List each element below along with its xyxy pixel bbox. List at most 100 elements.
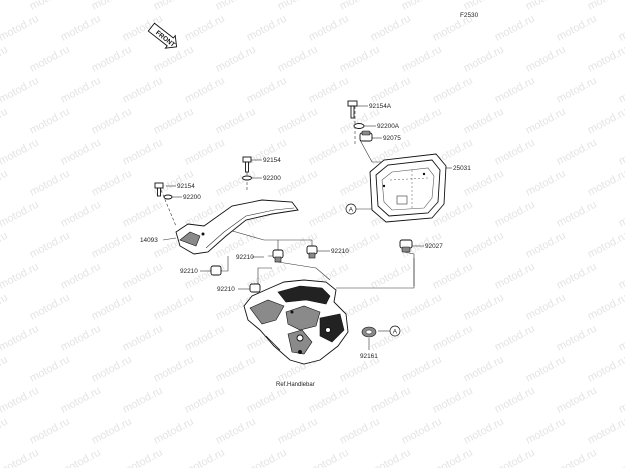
label-92154-top: 92154 (263, 157, 281, 164)
label-25031: 25031 (453, 165, 471, 172)
watermark-text: motod.ru (152, 0, 196, 13)
damper-92161 (361, 326, 377, 338)
watermark-text: motod.ru (462, 416, 506, 447)
watermark-text: motod.ru (121, 261, 165, 292)
watermark-text: motod.ru (524, 0, 568, 13)
watermark-text: motod.ru (90, 168, 134, 199)
watermark-text: motod.ru (400, 292, 444, 323)
watermark-text: motod.ru (0, 354, 10, 385)
diagram-code: F2530 (460, 12, 479, 19)
label-92154a: 92154A (369, 103, 392, 110)
watermark-text: motod.ru (0, 106, 10, 137)
watermark-text: motod.ru (400, 44, 444, 75)
watermark-text: motod.ru (28, 230, 72, 261)
bolt-92154-top (242, 156, 252, 173)
watermark-text: motod.ru (493, 199, 537, 230)
watermark-text: motod.ru (555, 323, 599, 354)
watermark-text: motod.ru (586, 230, 625, 261)
watermark-text: motod.ru (338, 106, 382, 137)
watermark-text: motod.ru (214, 168, 258, 199)
watermark-text: motod.ru (90, 230, 134, 261)
watermark-text: motod.ru (0, 199, 41, 230)
label-92210-bottom: 92210 (217, 286, 235, 293)
watermark-text: motod.ru (245, 75, 289, 106)
watermark-text: motod.ru (214, 44, 258, 75)
label-92200-left: 92200 (183, 194, 201, 201)
watermark-text: motod.ru (431, 261, 475, 292)
watermark-text: motod.ru (90, 44, 134, 75)
watermark-text: motod.ru (0, 13, 41, 44)
watermark-text: motod.ru (28, 354, 72, 385)
svg-text:A: A (393, 328, 398, 335)
watermark-text: motod.ru (307, 137, 351, 168)
watermark-text: motod.ru (0, 261, 41, 292)
watermark-text: motod.ru (183, 323, 227, 354)
label-14093: 14093 (140, 237, 158, 244)
watermark-text: motod.ru (0, 323, 41, 354)
watermark-text: motod.ru (152, 354, 196, 385)
bolt-92154-left (154, 182, 164, 197)
label-92161: 92161 (360, 353, 378, 360)
watermark-text: motod.ru (555, 137, 599, 168)
watermark-text: motod.ru (524, 168, 568, 199)
part-labels: 92154A 92200A 92075 25031 92154 92200 92… (140, 103, 471, 388)
watermark-text: motod.ru (431, 323, 475, 354)
washer-92200-top (242, 175, 252, 181)
watermark-text: motod.ru (524, 292, 568, 323)
watermark-text: motod.ru (245, 447, 289, 468)
meter-assembly-25031 (369, 153, 447, 223)
watermark-text: motod.ru (59, 323, 103, 354)
watermark-text: motod.ru (183, 447, 227, 468)
watermark-text: motod.ru (462, 168, 506, 199)
watermark-text: motod.ru (90, 354, 134, 385)
watermark-text: motod.ru (617, 385, 625, 416)
watermark-text: motod.ru (524, 416, 568, 447)
watermark-text: motod.ru (0, 0, 10, 13)
watermark-text: motod.ru (431, 75, 475, 106)
watermark-text: motod.ru (338, 416, 382, 447)
watermark-text: motod.ru (524, 44, 568, 75)
watermark-text: motod.ru (214, 354, 258, 385)
ref-handlebar-label: Ref.Handlebar (276, 382, 315, 388)
watermark-text: motod.ru (400, 354, 444, 385)
watermark-text: motod.ru (307, 13, 351, 44)
watermark-text: motod.ru (121, 323, 165, 354)
watermark-text: motod.ru (431, 447, 475, 468)
watermark-text: motod.ru (121, 199, 165, 230)
watermark-text: motod.ru (245, 385, 289, 416)
label-92027: 92027 (425, 243, 443, 250)
label-92200-top: 92200 (263, 175, 281, 182)
watermark-text: motod.ru (276, 44, 320, 75)
watermark-text: motod.ru (0, 416, 10, 447)
watermark-text: motod.ru (183, 137, 227, 168)
watermark-text: motod.ru (59, 261, 103, 292)
watermark-text: motod.ru (586, 354, 625, 385)
watermark-text: motod.ru (0, 75, 41, 106)
watermark-text: motod.ru (28, 292, 72, 323)
watermark-text: motod.ru (617, 13, 625, 44)
grommet-92210-c (210, 265, 222, 276)
watermark-text: motod.ru (59, 75, 103, 106)
watermark-text: motod.ru (617, 199, 625, 230)
watermark-text: motod.ru (276, 106, 320, 137)
watermark-text: motod.ru (369, 75, 413, 106)
watermark-text: motod.ru (586, 168, 625, 199)
callout-a-damper: A (389, 325, 401, 337)
watermark-text: motod.ru (0, 447, 41, 468)
watermark-text: motod.ru (369, 323, 413, 354)
watermark-text: motod.ru (276, 0, 320, 13)
watermark-text: motod.ru (555, 13, 599, 44)
watermark-text: motod.ru (28, 44, 72, 75)
grommet-92210-b (306, 245, 318, 259)
damper-92027 (399, 239, 413, 253)
watermark-text: motod.ru (59, 385, 103, 416)
watermark-text: motod.ru (493, 447, 537, 468)
watermark-text: motod.ru (617, 137, 625, 168)
watermark-text: motod.ru (121, 385, 165, 416)
watermark-text: motod.ru (90, 106, 134, 137)
watermark-text: motod.ru (369, 447, 413, 468)
watermark-text: motod.ru (0, 137, 41, 168)
watermark-text: motod.ru (493, 385, 537, 416)
watermark-text: motod.ru (462, 44, 506, 75)
